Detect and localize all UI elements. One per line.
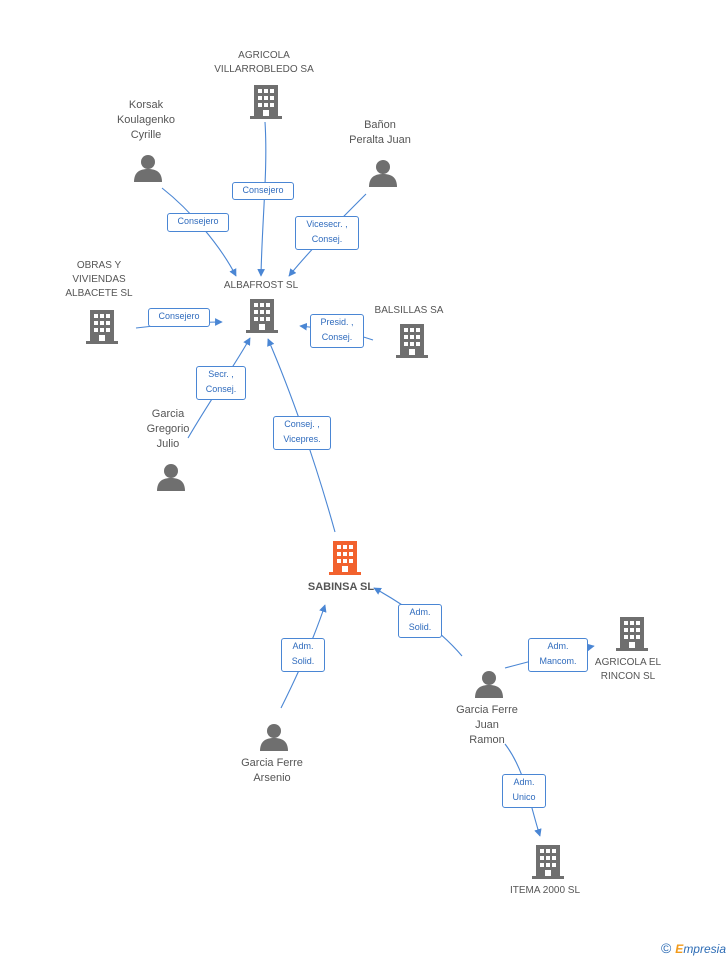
person-icon[interactable] — [134, 154, 162, 187]
building-icon[interactable] — [616, 617, 648, 656]
edge-label-gregorio-secr[interactable]: Secr. , Consej. — [196, 366, 246, 400]
node-label-balsillas: BALSILLAS SA — [374, 305, 444, 316]
node-label-obras: OBRAS Y VIVIENDAS ALBACETE SL — [65, 260, 133, 299]
node-label-albafrost: ALBAFROST SL — [223, 280, 299, 291]
edge-label-banon-vicesecr[interactable]: Vicesecr. , Consej. — [295, 216, 359, 250]
node-label-garcia-arsenio: Garcia Ferre Arsenio — [241, 757, 303, 784]
building-icon[interactable] — [532, 845, 564, 884]
node-label-banon: Bañon Peralta Juan — [349, 119, 411, 146]
building-icon-main[interactable] — [329, 541, 361, 580]
copyright-symbol: © — [660, 940, 672, 956]
node-label-sabinsa: SABINSA SL — [307, 581, 375, 593]
edge-label-obras-consejero[interactable]: Consejero — [148, 308, 210, 327]
brand-watermark[interactable]: ©Empresia — [661, 940, 726, 956]
building-icon[interactable] — [246, 299, 278, 338]
edge-label-arsenio-adm-solid[interactable]: Adm. Solid. — [281, 638, 325, 672]
node-label-korsak: Korsak Koulagenko Cyrille — [116, 99, 176, 141]
person-icon[interactable] — [260, 723, 288, 756]
edge-label-villarrobledo-consejero[interactable]: Consejero — [232, 182, 294, 200]
building-icon[interactable] — [250, 85, 282, 124]
edge-label-juan-adm-solid[interactable]: Adm. Solid. — [398, 604, 442, 638]
brand-initial: E — [675, 942, 684, 956]
edge-label-sabinsa-consej[interactable]: Consej. , Vicepres. — [273, 416, 331, 450]
node-label-garcia-juan: Garcia Ferre Juan Ramon — [456, 704, 518, 746]
edge-label-balsillas-presid[interactable]: Presid. , Consej. — [310, 314, 364, 348]
person-icon[interactable] — [475, 670, 503, 703]
building-icon[interactable] — [396, 324, 428, 363]
person-icon[interactable] — [369, 159, 397, 192]
edge-label-juan-adm-mancom[interactable]: Adm. Mancom. — [528, 638, 588, 672]
node-label-agricola-villarrobledo: AGRICOLA VILLARROBLEDO SA — [214, 50, 314, 75]
link-korsak-albafrost — [161, 187, 237, 277]
node-label-garcia-gregorio: Garcia Gregorio Julio — [146, 408, 190, 450]
person-icon[interactable] — [157, 463, 185, 496]
edge-label-juan-adm-unico[interactable]: Adm. Unico — [502, 774, 546, 808]
node-label-itema: ITEMA 2000 SL — [509, 885, 581, 896]
node-label-agricola-rincon: AGRICOLA EL RINCON SL — [594, 657, 662, 682]
edge-label-korsak-consejero[interactable]: Consejero — [167, 213, 229, 232]
brand-name: mpresia — [683, 942, 726, 956]
building-icon[interactable] — [86, 310, 118, 349]
